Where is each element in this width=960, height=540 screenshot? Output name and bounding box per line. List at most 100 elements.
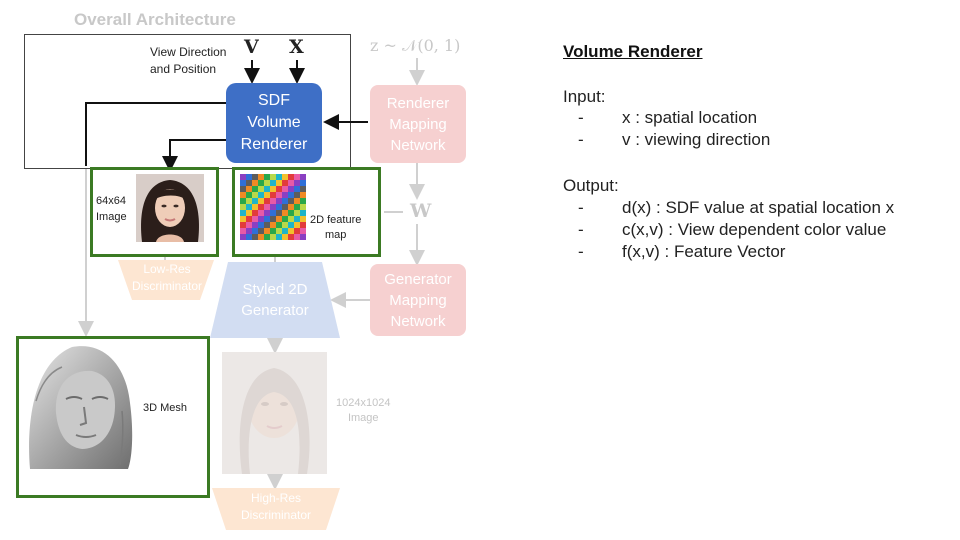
feature-map-cell [276,228,282,234]
feature-map-cell [270,174,276,180]
feature-map-cell [258,198,264,204]
feature-map-cell [264,180,270,186]
feature-map-cell [264,192,270,198]
feature-map-cell [282,198,288,204]
feature-map-cell [240,186,246,192]
feature-map-cell [276,222,282,228]
feature-map-cell [300,192,306,198]
feature-map-cell [264,222,270,228]
input-heading: Input: [563,87,606,106]
feature-map-cell [276,216,282,222]
output-item-text: c(x,v) : View dependent color value [622,220,887,239]
latent-w-symbol: W [410,200,432,222]
feature-map-cell [282,204,288,210]
feature-map-cell [282,174,288,180]
feature-map-cell [240,228,246,234]
feature-map-cell [294,210,300,216]
feature-map-cell [282,222,288,228]
feature-map-cell [294,180,300,186]
feature-map-cell [294,204,300,210]
feature-map-cell [288,210,294,216]
feature-map-cell [282,216,288,222]
feature-map-cell [258,192,264,198]
output-item: - c(x,v) : View dependent color value [578,220,886,240]
feature-map-cell [270,222,276,228]
feature-map-cell [288,180,294,186]
feature-map-cell [300,198,306,204]
feature-map-cell [240,234,246,240]
feature-map-cell [288,192,294,198]
output-heading: Output: [563,176,619,195]
feature-map-cell [276,192,282,198]
feature-map-cell [258,180,264,186]
feature-map-cell [264,216,270,222]
feature-map-cell [276,180,282,186]
feature-map-cell [246,204,252,210]
low-res-discriminator: Low-Res Discriminator [131,262,202,293]
feature-map-cell [300,180,306,186]
output-item-text: f(x,v) : Feature Vector [622,242,786,261]
feature-map-cell [294,192,300,198]
feature-map-cell [246,192,252,198]
feature-map-cell [294,186,300,192]
feature-map-cell [276,204,282,210]
feature-map-cell [252,186,258,192]
bullet-dash: - [578,108,584,127]
feature-map-cell [252,174,258,180]
output-item: - d(x) : SDF value at spatial location x [578,198,894,218]
feature-map-cell [288,228,294,234]
feature-map-cell [258,222,264,228]
feature-map-cell [258,234,264,240]
high-res-discriminator: High-Res Discriminator [240,491,311,522]
feature-map-cell [246,174,252,180]
feature-map-cell [270,228,276,234]
feature-map-cell [264,228,270,234]
feature-map-cell [282,192,288,198]
feature-map-cell [282,186,288,192]
feature-map-cell [294,222,300,228]
feature-map-cell [300,204,306,210]
view-direction-label: View Direction and Position [150,45,227,76]
architecture-title: Overall Architecture [74,10,236,29]
feature-map-cell [300,234,306,240]
feature-map-cell [282,234,288,240]
feature-map-cell [246,210,252,216]
mesh-label: 3D Mesh [143,402,188,414]
feature-map-cell [258,204,264,210]
feature-map-cell [294,216,300,222]
output-face-image [222,352,327,474]
feature-map-cell [288,216,294,222]
feature-map-cell [240,180,246,186]
feature-map-cell [294,174,300,180]
feature-map-cell [300,186,306,192]
feature-map-cell [270,192,276,198]
feature-map-cell [270,210,276,216]
feature-map-cell [276,186,282,192]
feature-map-cell [252,228,258,234]
feature-map-cell [246,228,252,234]
feature-map-cell [270,234,276,240]
feature-map-cell [264,198,270,204]
output-item-text: d(x) : SDF value at spatial location x [622,198,895,217]
feature-map-cell [258,216,264,222]
view-direction-symbol: V [244,36,259,58]
bullet-dash: - [578,220,584,239]
feature-map-cell [288,222,294,228]
feature-map-cell [252,198,258,204]
renderer-mapping-network: Renderer Mapping Network [370,85,466,163]
feature-map-cell [288,204,294,210]
feature-map-cell [264,234,270,240]
feature-map-cell [300,222,306,228]
feature-map-cell [252,216,258,222]
bullet-dash: - [578,198,584,217]
feature-map-cell [246,180,252,186]
feature-map-cell [294,228,300,234]
feature-map-cell [240,174,246,180]
feature-map-cell [288,234,294,240]
feature-map-cell [252,192,258,198]
feature-map-label: 2D feature map [310,214,362,241]
feature-map-cell [276,198,282,204]
feature-map-cell [246,198,252,204]
sdf-volume-renderer-block: SDF Volume Renderer [226,83,322,163]
feature-map-cell [300,174,306,180]
